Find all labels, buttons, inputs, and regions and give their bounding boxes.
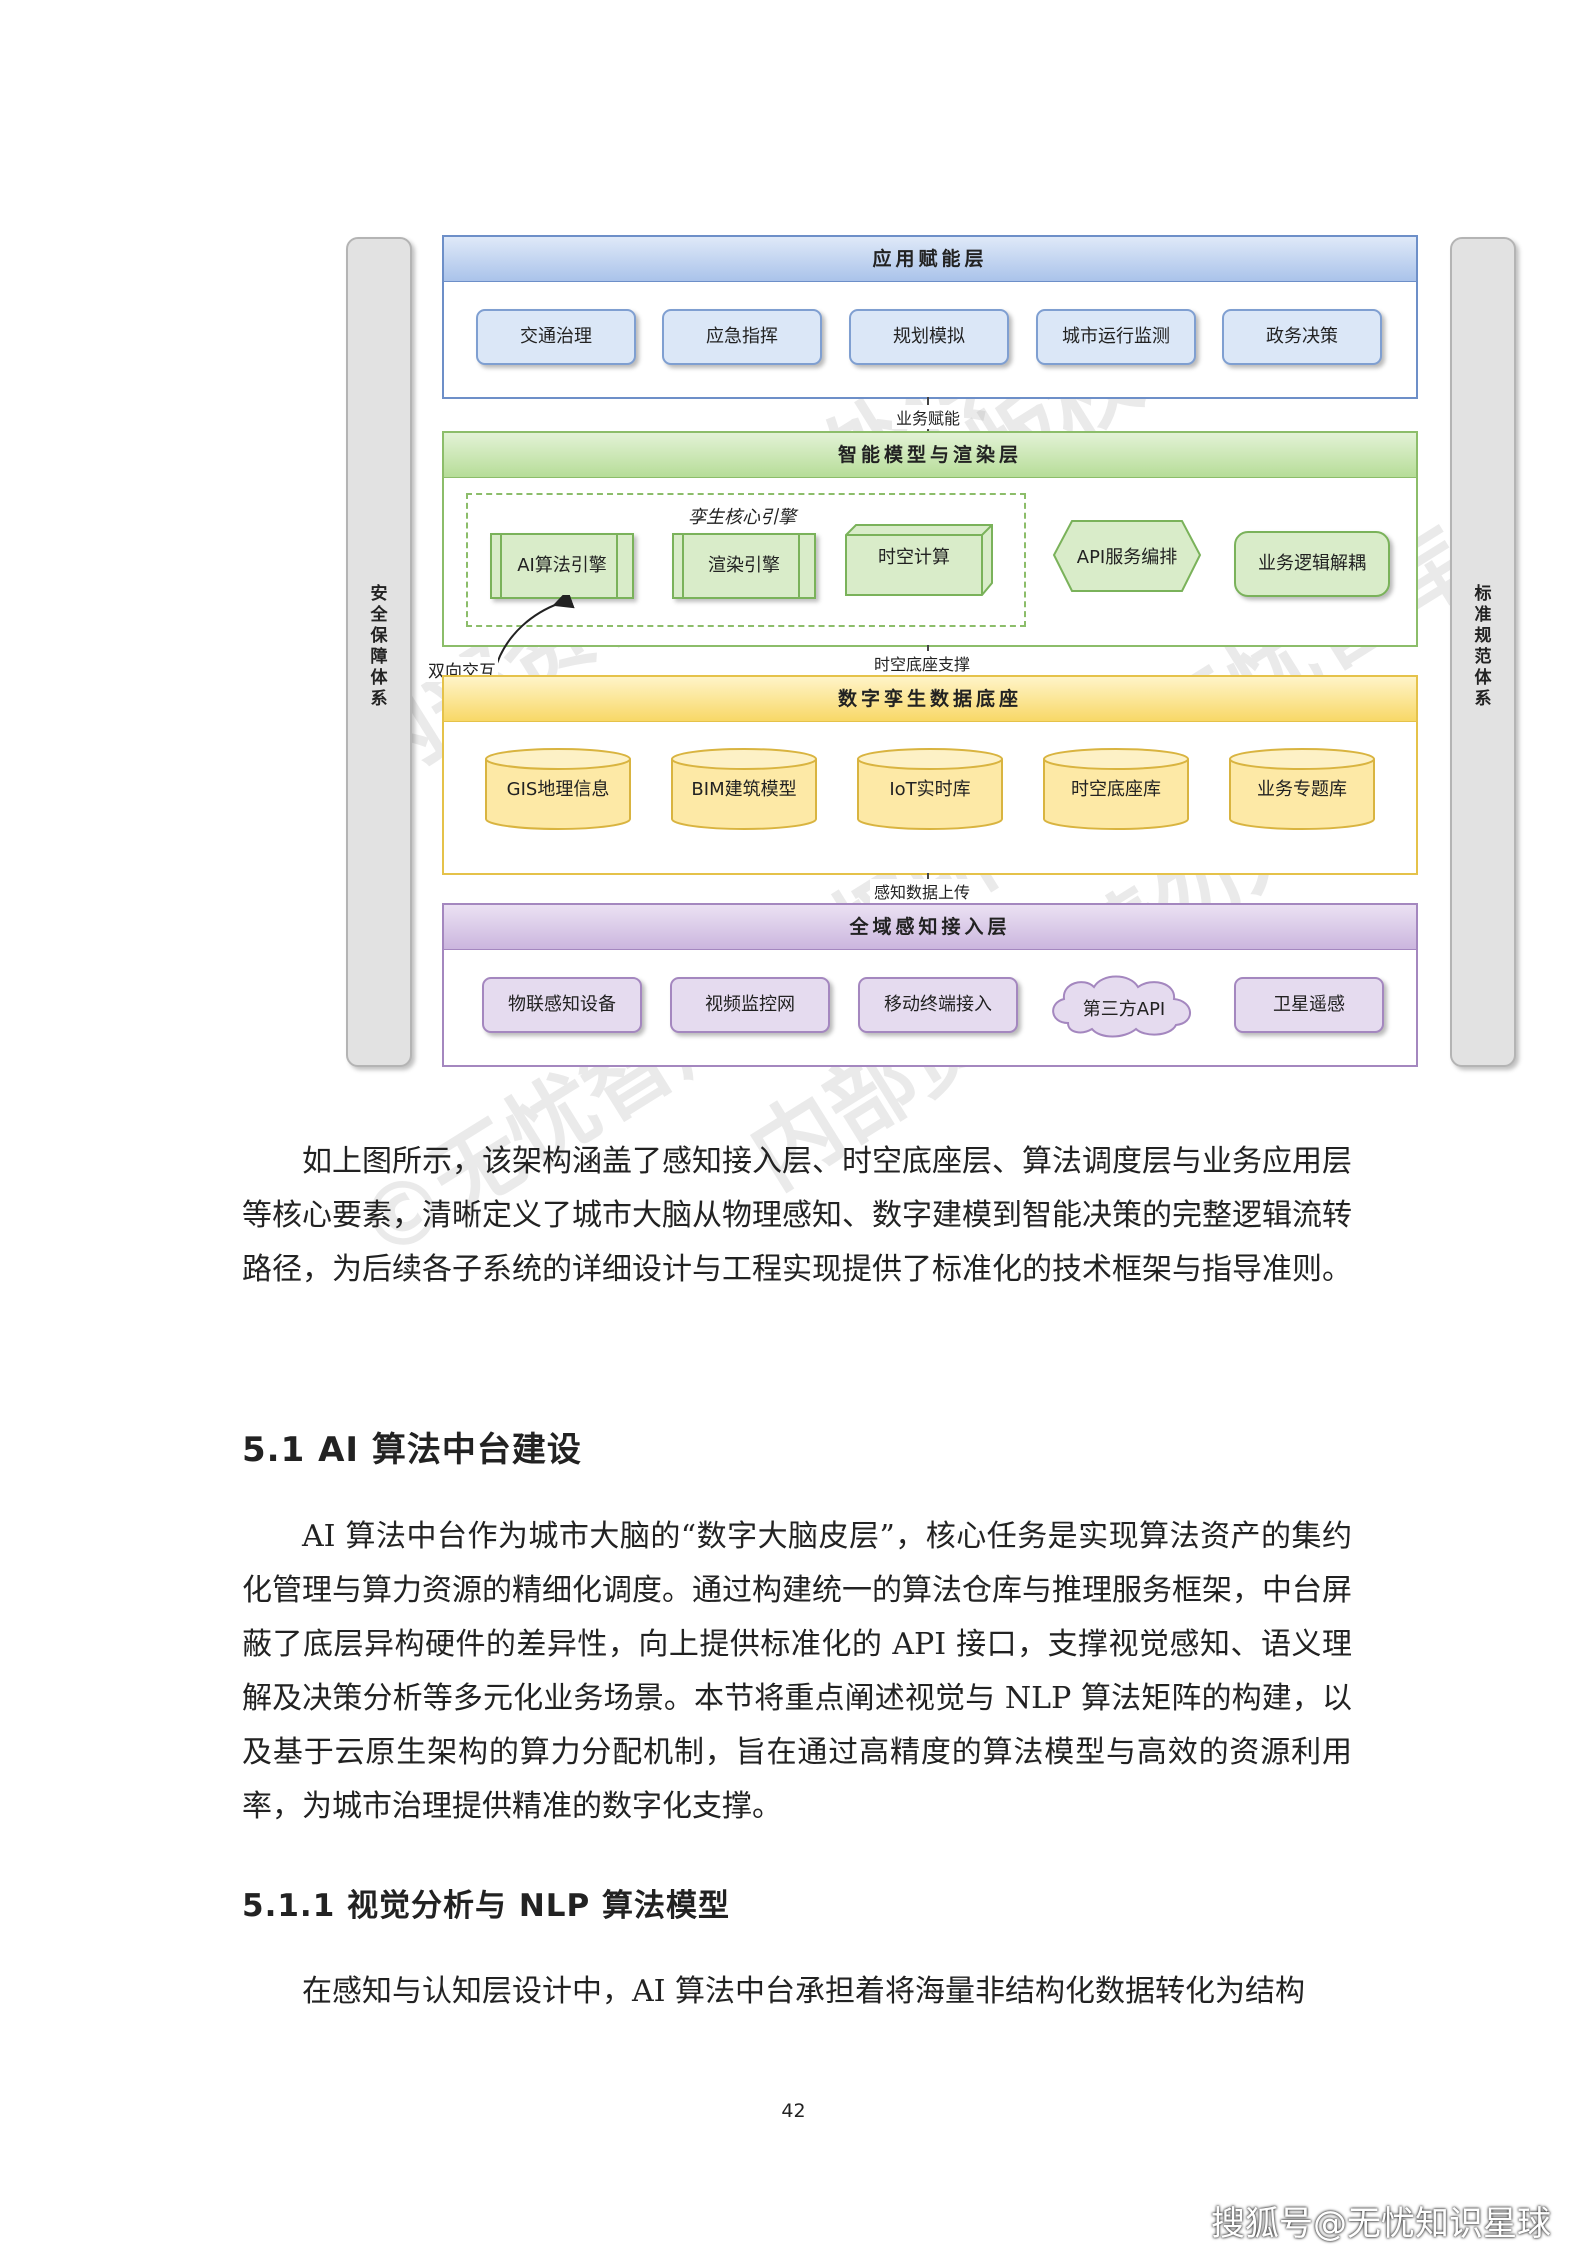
database-icon: BIM建筑模型 xyxy=(670,747,818,831)
render-engine: 渲染引擎 xyxy=(672,533,816,599)
left-pillar-label: 安全保障体系 xyxy=(370,584,388,709)
app-item: 交通治理 xyxy=(476,309,636,365)
section-heading: 5.1 AI 算法中台建设 xyxy=(242,1430,582,1470)
paragraph-3: 在感知与认知层设计中，AI 算法中台承担着将海量非结构化数据转化为结构 xyxy=(302,1974,1306,2009)
db-label: 时空底座库 xyxy=(1071,779,1161,800)
api-orchestration: API服务编排 xyxy=(1076,547,1178,568)
model-layer: 智能模型与渲染层 孪生核心引擎 AI算法引擎 渲染引擎 时空计算 API服务编排… xyxy=(442,431,1418,647)
database-icon: GIS地理信息 xyxy=(484,747,632,831)
architecture-diagram: 安全保障体系 标准规范体系 应用赋能层 交通治理 应急指挥 规划模拟 城市运行监… xyxy=(330,225,1530,1085)
spatiotemporal-compute-shape xyxy=(845,524,993,596)
sense-layer-title: 全域感知接入层 xyxy=(444,905,1416,950)
ai-engine: AI算法引擎 xyxy=(490,533,634,599)
third-party-api: 第三方API xyxy=(1082,999,1166,1020)
subsection-heading: 5.1.1 视觉分析与 NLP 算法模型 xyxy=(242,1888,731,1924)
db-label: IoT实时库 xyxy=(889,779,971,800)
right-pillar: 标准规范体系 xyxy=(1450,237,1516,1067)
db-label: BIM建筑模型 xyxy=(691,779,797,800)
api-orchestration-shape xyxy=(1052,520,1202,592)
footer-watermark: 搜狐号@无忧知识星球 xyxy=(1211,2204,1551,2244)
database-icon: 业务专题库 xyxy=(1228,747,1376,831)
sense-item: 移动终端接入 xyxy=(858,977,1018,1033)
sense-item: 卫星遥感 xyxy=(1234,977,1384,1033)
app-layer: 应用赋能层 交通治理 应急指挥 规划模拟 城市运行监测 政务决策 xyxy=(442,235,1418,399)
connector-label: 感知数据上传 xyxy=(870,879,975,903)
connector-label: 业务赋能 xyxy=(892,405,965,429)
database-icon: 时空底座库 xyxy=(1042,747,1190,831)
db-label: 业务专题库 xyxy=(1257,779,1347,800)
spatiotemporal-compute: 时空计算 xyxy=(878,547,950,568)
sense-layer: 全域感知接入层 物联感知设备 视频监控网 移动终端接入 第三方API 卫星遥感 xyxy=(442,903,1418,1067)
connector-label: 时空底座支撑 xyxy=(870,651,975,675)
database-icon: IoT实时库 xyxy=(856,747,1004,831)
core-engine-group xyxy=(466,493,1026,627)
app-item: 应急指挥 xyxy=(662,309,822,365)
page-number: 42 xyxy=(781,2100,806,2122)
cloud-icon xyxy=(1052,975,1191,1038)
right-pillar-label: 标准规范体系 xyxy=(1474,584,1492,709)
db-label: GIS地理信息 xyxy=(506,779,610,800)
paragraph-1: 如上图所示，该架构涵盖了感知接入层、时空底座层、算法调度层与业务应用层等核心要素… xyxy=(242,1144,1352,1287)
app-item: 政务决策 xyxy=(1222,309,1382,365)
left-pillar: 安全保障体系 xyxy=(346,237,412,1067)
paragraph-2: AI 算法中台作为城市大脑的“数字大脑皮层”，核心任务是实现算法资产的集约化管理… xyxy=(242,1519,1352,1824)
app-item: 城市运行监测 xyxy=(1036,309,1196,365)
sense-item: 物联感知设备 xyxy=(482,977,642,1033)
model-layer-title: 智能模型与渲染层 xyxy=(444,433,1416,478)
business-decoupling: 业务逻辑解耦 xyxy=(1234,531,1390,597)
core-engine-group-label: 孪生核心引擎 xyxy=(684,503,800,529)
app-layer-title: 应用赋能层 xyxy=(444,237,1416,282)
sense-item: 视频监控网 xyxy=(670,977,830,1033)
data-layer: 数字孪生数据底座 GIS地理信息 BIM建筑模型 IoT实时库 时空底座库 业务… xyxy=(442,675,1418,875)
app-item: 规划模拟 xyxy=(849,309,1009,365)
data-layer-title: 数字孪生数据底座 xyxy=(444,677,1416,722)
